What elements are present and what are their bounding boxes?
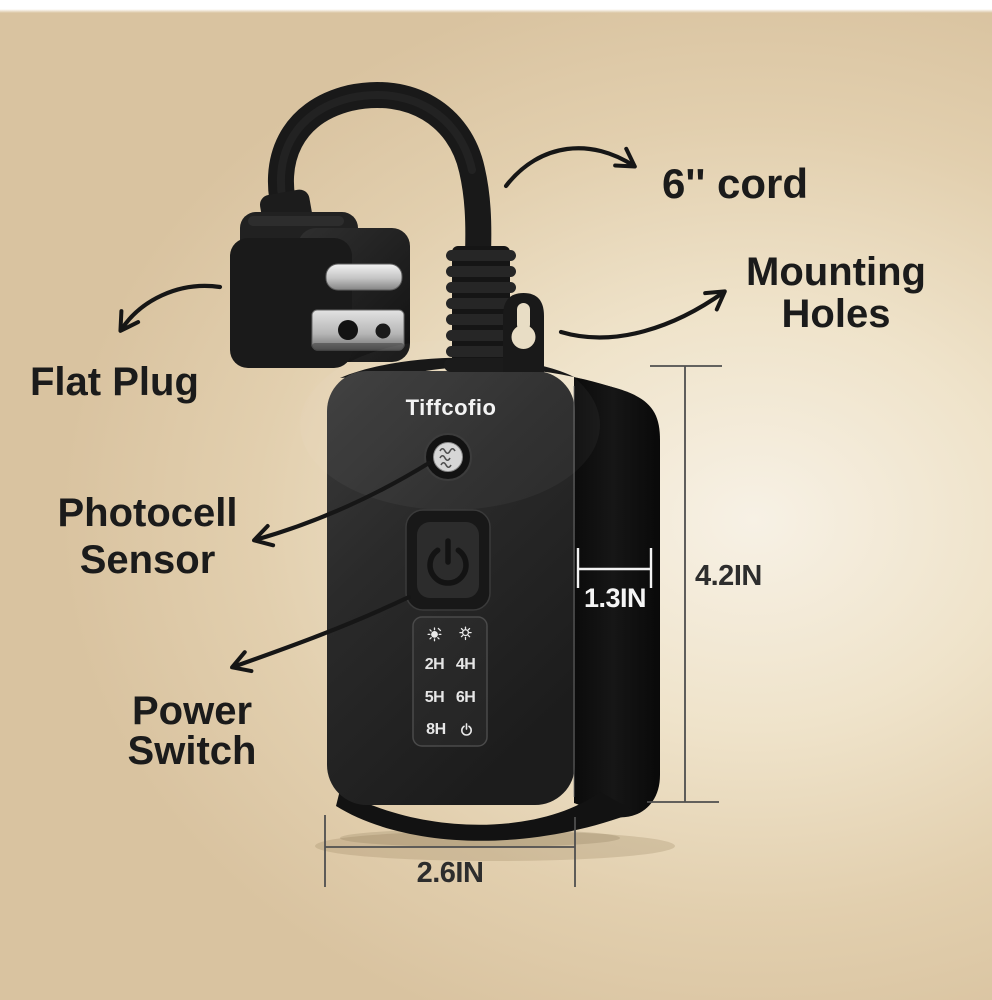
flat-plug-arrow	[118, 283, 223, 333]
cord-strain-relief	[444, 246, 518, 372]
cord-label: 6'' cord	[662, 160, 809, 207]
photocell-sensor	[424, 433, 472, 481]
plug-prong	[325, 263, 403, 291]
height-dimension-line	[647, 365, 722, 803]
mounting-holes-arrow	[558, 289, 727, 340]
plug-ground-bracket	[311, 309, 405, 351]
timer-icon-row	[413, 617, 487, 649]
device-side-face	[574, 377, 660, 818]
timer-option: 2H	[424, 656, 445, 674]
mounting-keyhole-circle	[511, 325, 536, 349]
timer-panel-outline	[412, 616, 488, 747]
power-switch-line2: Switch	[127, 729, 257, 773]
mounting-holes-label: Mounting Holes	[736, 251, 936, 335]
cord-arrow	[503, 146, 637, 189]
power-switch-label: Power Switch	[117, 691, 267, 771]
power-button	[405, 509, 491, 611]
photocell-line1: Photocell	[57, 491, 238, 535]
brand-logo: Tiffcofio	[405, 395, 497, 420]
photocell-sensor-label: Photocell Sensor	[40, 490, 255, 584]
depth-dimension-label: 1.3IN	[583, 583, 647, 613]
power-switch-arrow	[230, 594, 412, 674]
timer-option: 4H	[455, 656, 476, 674]
mounting-hole-tab	[503, 293, 544, 372]
timer-row: 5H 6H	[413, 682, 487, 714]
timer-option: 5H	[424, 688, 445, 706]
timer-row: 2H 4H	[413, 649, 487, 681]
power-cord	[267, 82, 492, 267]
device-bottom-face	[336, 790, 636, 841]
flat-plug-label: Flat Plug	[30, 360, 199, 404]
timer-option: 8H	[426, 720, 446, 738]
photocell-line2: Sensor	[79, 538, 216, 582]
timer-option: 6H	[455, 688, 476, 706]
power-icon	[427, 538, 469, 586]
top-white-strip	[0, 0, 992, 13]
dusk-sun-icon	[427, 626, 442, 641]
timer-panel: 2H 4H 5H 6H 8H	[413, 617, 487, 746]
timer-row: 8H	[413, 714, 487, 746]
photocell-arrow	[252, 460, 432, 548]
mounting-keyhole-slot	[517, 303, 530, 331]
flat-plug	[230, 189, 410, 368]
power-icon	[460, 723, 472, 737]
power-switch-line1: Power	[131, 689, 253, 733]
width-dimension-label: 2.6IN	[416, 857, 484, 889]
depth-dimension-line	[576, 548, 653, 588]
mounting-holes-line2: Holes	[781, 292, 891, 336]
dimension-lines	[324, 365, 722, 887]
brightness-sun-icon	[458, 626, 472, 640]
annotation-arrows	[118, 146, 727, 674]
mounting-holes-line1: Mounting	[746, 250, 926, 294]
width-dimension-line	[324, 815, 576, 887]
height-dimension-label: 4.2IN	[695, 560, 762, 592]
